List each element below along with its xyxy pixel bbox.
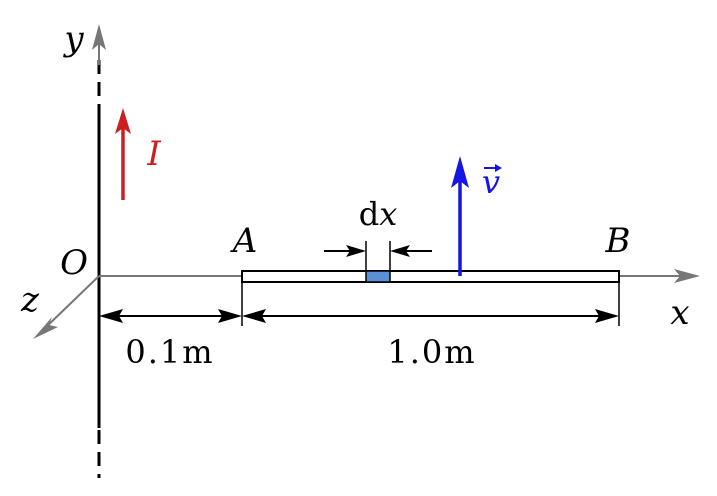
element-label-prefix: d bbox=[359, 195, 379, 233]
velocity-label: v bbox=[482, 163, 502, 201]
current-arrow bbox=[115, 108, 131, 200]
origin-label: O bbox=[60, 243, 88, 283]
offset-dimension-label: 0.1m bbox=[125, 333, 214, 371]
velocity-vector-tip bbox=[495, 164, 502, 172]
end-b-label: B bbox=[605, 221, 631, 261]
rod-element-dx bbox=[365, 270, 391, 283]
element-label: dx bbox=[359, 195, 398, 233]
x-axis-arrowhead bbox=[674, 269, 700, 283]
dx-right-arrowhead bbox=[390, 245, 410, 257]
dx-left-arrowhead bbox=[346, 245, 366, 257]
dx-dimension bbox=[324, 241, 432, 270]
y-axis bbox=[92, 24, 106, 65]
velocity-label-text: v bbox=[482, 163, 500, 201]
rod-ab bbox=[241, 270, 620, 283]
x-axis-label: x bbox=[670, 293, 689, 333]
z-axis-arrowhead bbox=[33, 317, 58, 339]
z-axis bbox=[33, 275, 100, 339]
length-dimensions bbox=[99, 283, 620, 326]
current-label: I bbox=[146, 134, 161, 174]
velocity-arrow bbox=[451, 156, 469, 276]
length-dimension-label: 1.0m bbox=[387, 333, 476, 371]
y-axis-arrowhead bbox=[92, 24, 106, 50]
element-label-var: x bbox=[379, 195, 397, 233]
end-a-label: A bbox=[230, 221, 258, 261]
velocity-arrowhead bbox=[451, 156, 469, 188]
z-axis-label: z bbox=[20, 280, 40, 320]
y-axis-label: y bbox=[62, 19, 84, 59]
current-arrowhead bbox=[115, 108, 131, 134]
